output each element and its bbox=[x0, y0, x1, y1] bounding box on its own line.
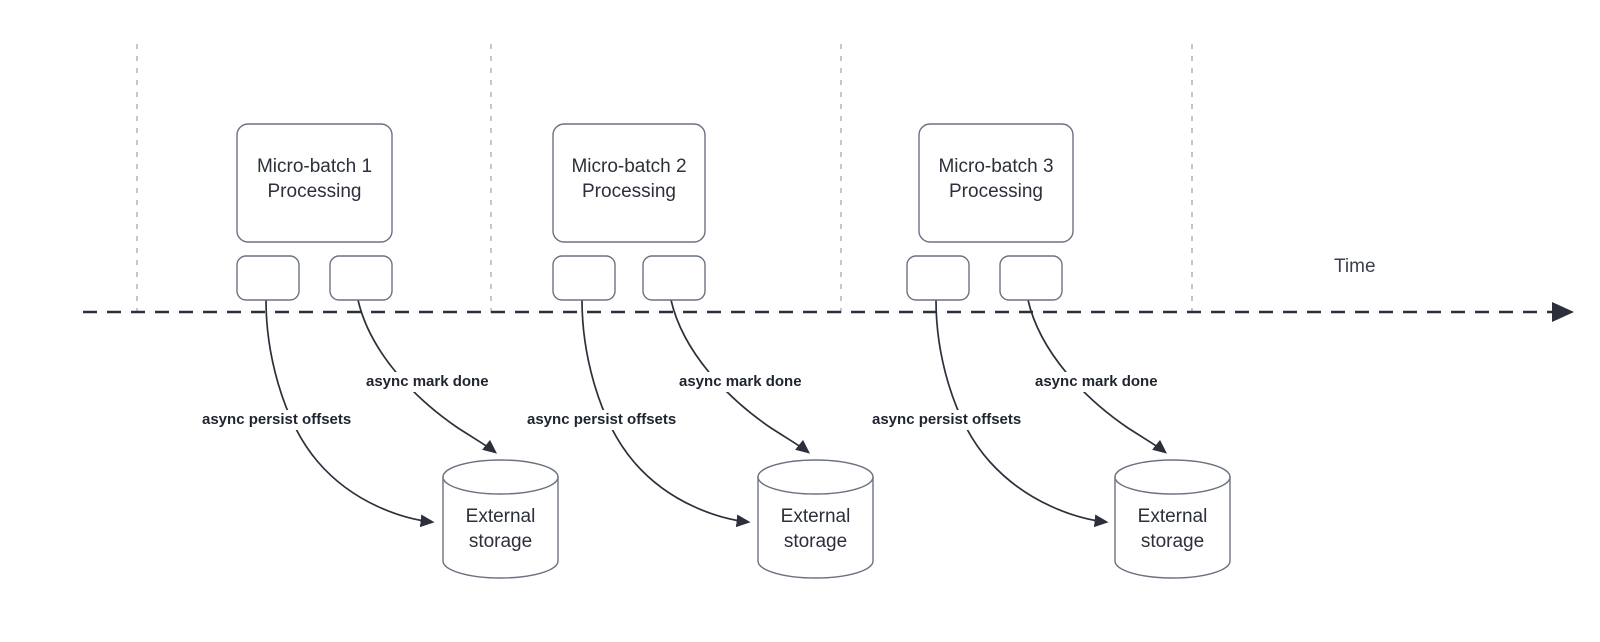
shape-outlines bbox=[236, 123, 1231, 579]
async-mark-done-label-1: async mark done bbox=[363, 372, 492, 392]
async-persist-offsets-label-3: async persist offsets bbox=[869, 410, 1025, 430]
storage-sublabel-1: storage bbox=[468, 531, 533, 552]
async-mark-done-label-2: async mark done bbox=[676, 372, 805, 392]
time-axis-label: Time bbox=[1334, 256, 1376, 277]
mark-done-arrow-2 bbox=[670, 299, 810, 454]
micro-batch-sublabel-2: Processing bbox=[582, 181, 676, 202]
storage-label-1: External bbox=[465, 506, 536, 527]
async-mark-done-label-3: async mark done bbox=[1032, 372, 1161, 392]
persist-offsets-arrow-3 bbox=[935, 299, 1109, 528]
persist-task-box-2[interactable] bbox=[552, 255, 616, 301]
micro-batch-sublabel-3: Processing bbox=[949, 181, 1043, 202]
storage-cylinder-body-3 bbox=[1114, 476, 1231, 579]
persist-offsets-arrow-2 bbox=[581, 299, 751, 528]
mark-done-arrow-3 bbox=[1027, 299, 1167, 454]
mark-task-box-3[interactable] bbox=[999, 255, 1063, 301]
guide-lines bbox=[136, 44, 1193, 318]
storage-cylinder-top-2[interactable] bbox=[757, 459, 874, 495]
storage-label-2: External bbox=[780, 506, 851, 527]
storage-sublabel-2: storage bbox=[783, 531, 848, 552]
mark-task-box-2[interactable] bbox=[642, 255, 706, 301]
mark-task-box-1[interactable] bbox=[329, 255, 393, 301]
storage-cylinder-top-1[interactable] bbox=[442, 459, 559, 495]
storage-label-3: External bbox=[1137, 506, 1208, 527]
storage-cylinder-top-3[interactable] bbox=[1114, 459, 1231, 495]
micro-batch-box-3[interactable] bbox=[918, 123, 1074, 243]
async-persist-offsets-label-1: async persist offsets bbox=[199, 410, 355, 430]
micro-batch-label-2: Micro-batch 2 bbox=[571, 156, 687, 177]
persist-task-box-1[interactable] bbox=[236, 255, 300, 301]
micro-batch-label-3: Micro-batch 3 bbox=[938, 156, 1054, 177]
persist-task-box-3[interactable] bbox=[906, 255, 970, 301]
micro-batch-box-2[interactable] bbox=[552, 123, 706, 243]
storage-cylinder-body-2 bbox=[757, 476, 874, 579]
micro-batch-box-1[interactable] bbox=[236, 123, 393, 243]
micro-batch-sublabel-1: Processing bbox=[267, 181, 362, 202]
micro-batch-label-1: Micro-batch 1 bbox=[256, 156, 373, 177]
async-persist-offsets-label-2: async persist offsets bbox=[524, 410, 680, 430]
persist-offsets-arrow-1 bbox=[265, 299, 435, 528]
storage-sublabel-3: storage bbox=[1140, 531, 1205, 552]
mark-done-arrow-1 bbox=[357, 299, 497, 454]
storage-cylinder-body-1 bbox=[442, 476, 559, 579]
connector-arrows bbox=[265, 299, 1167, 528]
